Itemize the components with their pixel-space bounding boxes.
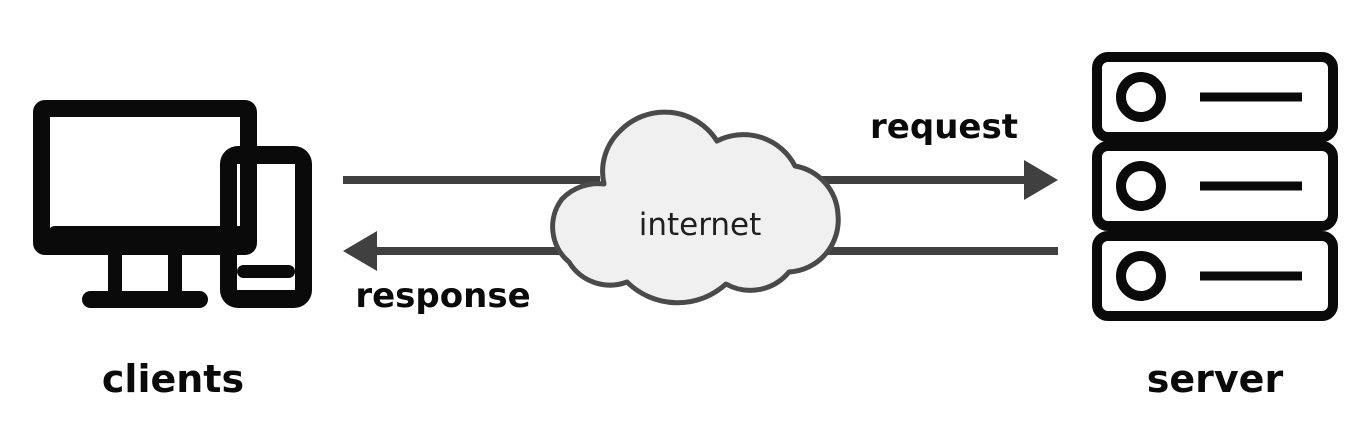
internet-label: internet bbox=[639, 207, 762, 243]
server-rack-unit-1 bbox=[1092, 52, 1338, 142]
server-rack-unit-2 bbox=[1092, 141, 1338, 231]
phone-frame-icon bbox=[220, 146, 312, 308]
monitor-stand-right-post-icon bbox=[168, 255, 182, 299]
response-flow: response bbox=[343, 231, 1058, 316]
server-led-2-icon bbox=[1116, 161, 1166, 211]
server-rack-unit-3 bbox=[1092, 231, 1338, 321]
monitor-stand-left-post-icon bbox=[108, 255, 122, 299]
request-label: request bbox=[870, 107, 1018, 147]
clients-label: clients bbox=[102, 357, 244, 401]
server-led-3-icon bbox=[1116, 251, 1166, 301]
phone-home-bar-icon bbox=[237, 265, 295, 278]
response-label: response bbox=[355, 276, 530, 316]
devices-monitor-phone-icon bbox=[33, 100, 312, 308]
request-flow: request bbox=[343, 107, 1058, 200]
cloud-icon bbox=[550, 109, 841, 306]
clients-node: clients bbox=[33, 100, 312, 401]
response-arrowhead-icon bbox=[343, 231, 377, 271]
server-label: server bbox=[1147, 357, 1284, 401]
internet-node: internet bbox=[550, 109, 841, 306]
monitor-foot-icon bbox=[82, 291, 208, 308]
monitor-screen-bar-icon bbox=[48, 226, 253, 240]
server-node: server bbox=[1092, 52, 1338, 401]
server-led-1-icon bbox=[1116, 72, 1166, 122]
server-rack-icon bbox=[1092, 52, 1338, 321]
request-arrowhead-icon bbox=[1024, 160, 1058, 200]
